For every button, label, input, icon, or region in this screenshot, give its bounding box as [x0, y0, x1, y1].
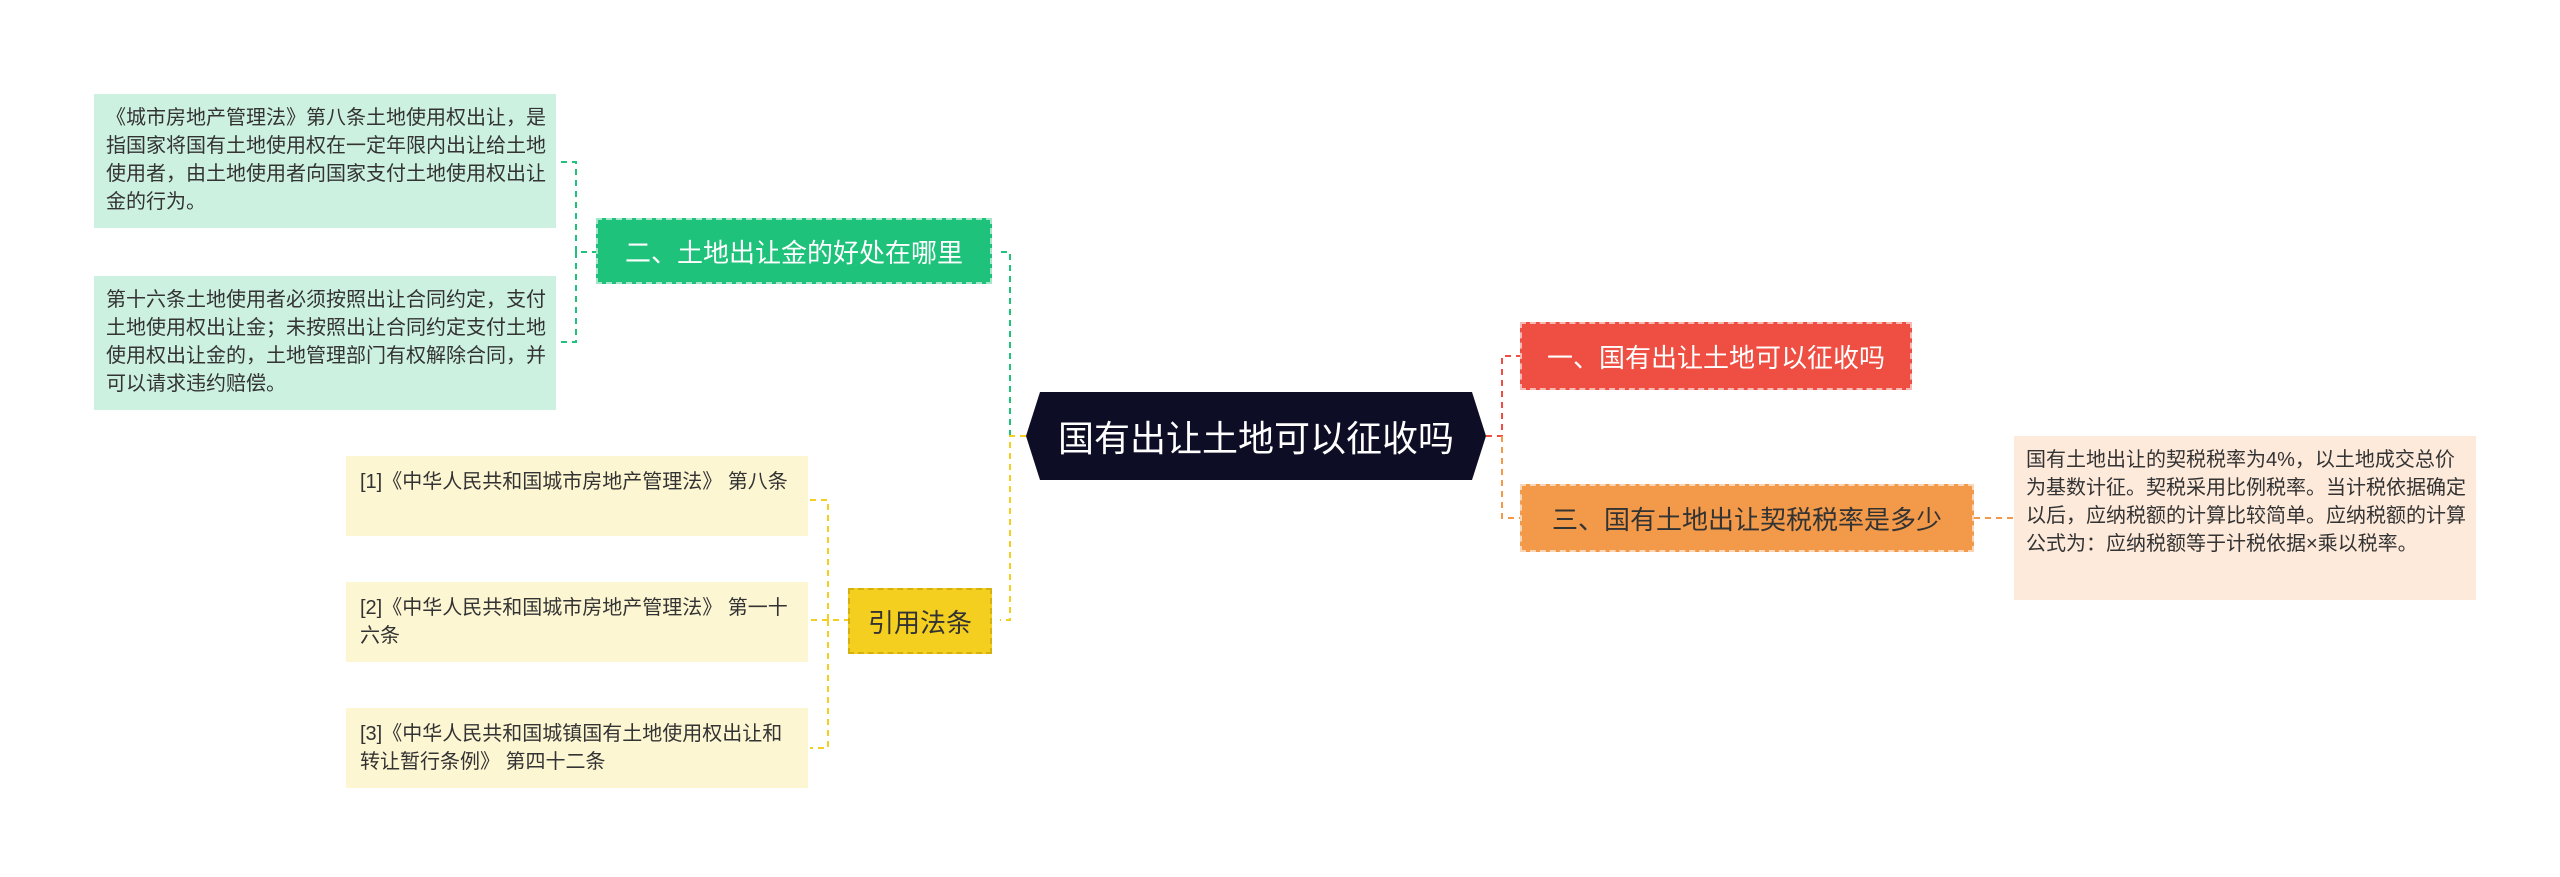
- connector-center-red: [1486, 355, 1522, 437]
- leaf-topic-citation-2[interactable]: [2]《中华人民共和国城市房地产管理法》 第一十六条: [346, 582, 808, 662]
- branch-topic-cited-laws[interactable]: 引用法条: [848, 588, 992, 654]
- connector-center-orange: [1501, 436, 1522, 519]
- leaf-topic-green-1[interactable]: 《城市房地产管理法》第八条土地使用权出让，是指国家将国有土地使用权在一定年限内出…: [94, 94, 556, 228]
- branch-topic-label: 三、国有土地出让契税税率是多少: [1551, 504, 1942, 535]
- leaf-topic-text: 第十六条土地使用者必须按照出让合同约定，支付土地使用权出让金；未按照出让合同约定…: [106, 289, 546, 395]
- branch-topic-label: 引用法条: [867, 607, 972, 638]
- connector-green-leaves: [558, 161, 598, 343]
- leaf-topic-text: [3]《中华人民共和国城镇国有土地使用权出让和转让暂行条例》 第四十二条: [360, 723, 783, 773]
- leaf-topic-citation-1[interactable]: [1]《中华人民共和国城市房地产管理法》 第八条: [346, 456, 808, 536]
- connector-center-green: [1000, 251, 1011, 436]
- central-topic-shape: [1026, 392, 1486, 480]
- branch-topic-label: 二、土地出让金的好处在哪里: [624, 237, 963, 268]
- connector-yellow-leaves: [810, 499, 850, 749]
- branch-topic-can-be-expropriated[interactable]: 一、国有出让土地可以征收吗: [1520, 322, 1912, 390]
- leaf-topic-text: [2]《中华人民共和国城市房地产管理法》 第一十六条: [360, 597, 788, 647]
- leaf-topic-text: 国有土地出让的契税税率为4%，以土地成交总价为基数计征。契税采用比例税率。当计税…: [2026, 449, 2466, 555]
- central-topic-label: 国有出让土地可以征收吗: [1057, 418, 1454, 459]
- leaf-topic-green-2[interactable]: 第十六条土地使用者必须按照出让合同约定，支付土地使用权出让金；未按照出让合同约定…: [94, 276, 556, 410]
- branch-topic-label: 一、国有出让土地可以征收吗: [1546, 342, 1885, 373]
- central-topic[interactable]: 国有出让土地可以征收吗: [1026, 392, 1486, 480]
- leaf-topic-deed-tax-detail[interactable]: 国有土地出让的契税税率为4%，以土地成交总价为基数计征。契税采用比例税率。当计税…: [2014, 436, 2476, 600]
- branch-topic-land-grant-benefits[interactable]: 二、土地出让金的好处在哪里: [596, 218, 992, 284]
- leaf-topic-text: 《城市房地产管理法》第八条土地使用权出让，是指国家将国有土地使用权在一定年限内出…: [106, 107, 546, 213]
- branch-topic-deed-tax-rate[interactable]: 三、国有土地出让契税税率是多少: [1520, 484, 1974, 552]
- leaf-topic-text: [1]《中华人民共和国城市房地产管理法》 第八条: [360, 471, 788, 493]
- connector-center-yellow: [1000, 435, 1026, 621]
- leaf-topic-citation-3[interactable]: [3]《中华人民共和国城镇国有土地使用权出让和转让暂行条例》 第四十二条: [346, 708, 808, 788]
